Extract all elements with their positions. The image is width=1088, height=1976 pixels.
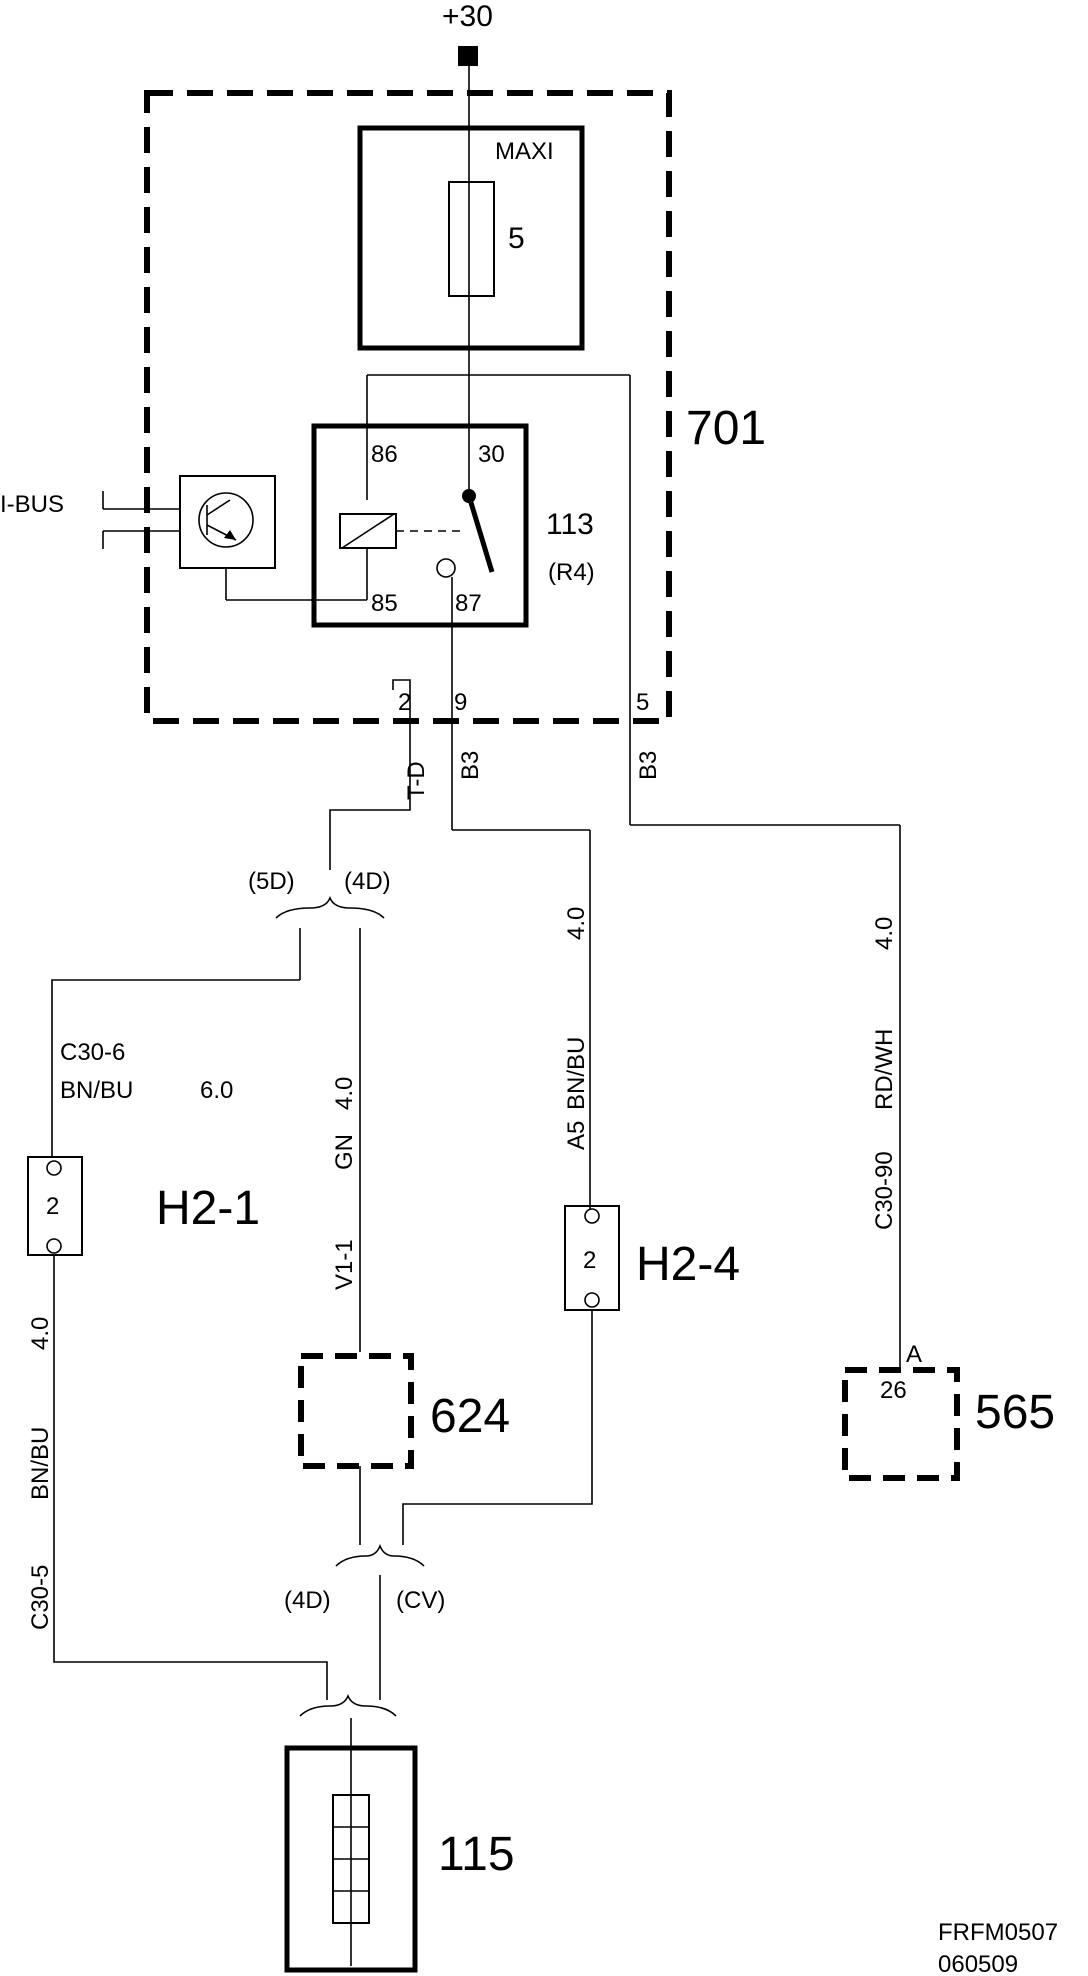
c565-pin-number: 26: [880, 1377, 907, 1404]
supply-terminal: [458, 46, 478, 66]
c305-wire-color: BN/BU: [27, 1427, 54, 1500]
relay-sublabel: (R4): [548, 559, 595, 586]
relay-pin-87: 87: [455, 590, 482, 617]
split-bottom-brace: [335, 1543, 425, 1567]
c306-wire-size: 6.0: [200, 1077, 233, 1104]
c115-brace: [299, 1693, 397, 1717]
a5-wire-color: BN/BU: [563, 1037, 590, 1110]
pin2-td-wire: [329, 679, 411, 870]
relay-coil-diagonal: [341, 513, 395, 549]
c3090-wire-size: 4.0: [871, 917, 898, 950]
split-top-left: (5D): [248, 868, 295, 895]
unit-701-label: 701: [686, 402, 766, 455]
split-top-right: (4D): [344, 868, 391, 895]
pin9-label: 9: [454, 689, 467, 716]
split-bottom-right: (CV): [396, 1587, 445, 1614]
relay-switch-arm: [466, 495, 495, 573]
h2-1-pin-number: 2: [46, 1193, 59, 1220]
component-565-box: [842, 1367, 960, 1481]
split-bottom-left: (4D): [284, 1587, 331, 1614]
supply-label: +30: [442, 0, 493, 33]
ibus-label: I-BUS: [0, 491, 64, 518]
component-115-label: 115: [438, 1828, 515, 1881]
unit-701-enclosure: [144, 90, 672, 724]
footer-date: 060509: [938, 1951, 1018, 1976]
v11-wire-id: V1-1: [331, 1239, 358, 1290]
component-565-label: 565: [975, 1386, 1055, 1439]
h2-1-connector: [27, 1156, 83, 1256]
c306-wire-color: BN/BU: [60, 1077, 133, 1104]
transistor-icon: [198, 492, 254, 548]
component-624-box: [298, 1353, 414, 1469]
v11-wire-color: GN: [331, 1134, 358, 1170]
a5-wire-id: A5: [563, 1121, 590, 1150]
h2-4-pin-bottom: [584, 1292, 600, 1308]
h2-1-pin-top: [46, 1160, 62, 1176]
b3-mid-label: B3: [457, 751, 484, 780]
td-wire-label: T-D: [403, 761, 430, 800]
maxi-fuse-box: [357, 125, 585, 351]
h2-1-label: H2-1: [156, 1182, 260, 1235]
h2-4-pin-number: 2: [583, 1247, 596, 1274]
pin2-label: 2: [398, 689, 411, 716]
c565-pin-letter: A: [906, 1341, 922, 1368]
c305-wire: [53, 1255, 328, 1700]
fuse-symbol: [448, 181, 495, 297]
transistor-collector: [206, 499, 231, 516]
relay-pin-85: 85: [371, 590, 398, 617]
c3090-wire-color: RD/WH: [871, 1029, 898, 1110]
h2-4-label: H2-4: [636, 1238, 740, 1291]
a5-wire-size: 4.0: [563, 907, 590, 940]
c305-wire-id: C30-5: [27, 1565, 54, 1630]
footer-code: FRFM0507: [938, 1919, 1058, 1946]
c306-wire-id: C30-6: [60, 1039, 125, 1066]
maxi-label: MAXI: [495, 138, 554, 165]
c3090-wire-id: C30-90: [871, 1151, 898, 1230]
relay-pin-86: 86: [371, 441, 398, 468]
component-624-label: 624: [430, 1390, 510, 1443]
split-top-brace: [275, 895, 385, 919]
relay-contact-87: [436, 558, 456, 578]
h2-4-pin-top: [584, 1208, 600, 1224]
transistor-arrow: [224, 530, 236, 540]
h2-4-lower-wire: [402, 1310, 593, 1545]
pin5-label: 5: [636, 689, 649, 716]
c306-wire: [51, 979, 300, 1157]
ibus-driver-box: [179, 475, 276, 569]
v11-wire-size: 4.0: [331, 1077, 358, 1110]
relay-113-box: [311, 423, 529, 628]
b3-right-label: B3: [635, 751, 662, 780]
fuse-number: 5: [508, 222, 525, 255]
relay-pin-30: 30: [478, 441, 505, 468]
c305-wire-size: 4.0: [27, 1317, 54, 1350]
h2-1-pin-bottom: [46, 1238, 62, 1254]
relay-label: 113: [546, 508, 594, 541]
